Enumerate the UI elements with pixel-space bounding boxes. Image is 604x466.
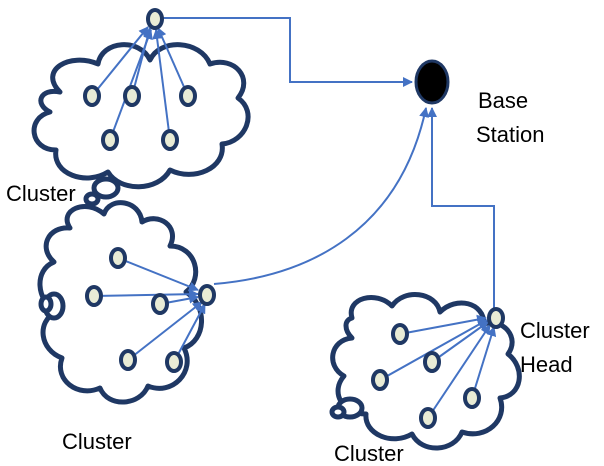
edge-bottom-3 (379, 319, 488, 381)
cluster-head-top (146, 8, 164, 30)
node-left-5 (165, 351, 183, 373)
label-cluster-top: Cluster (6, 181, 76, 206)
node-top-2 (123, 85, 141, 107)
edge-bottom-4 (427, 324, 491, 419)
cloud-top (31, 42, 251, 190)
node-top-5 (161, 129, 179, 151)
node-left-3 (151, 293, 169, 315)
cloud-tail-left-2 (38, 294, 54, 314)
edge-left-1 (117, 257, 199, 292)
node-top-3 (179, 85, 197, 107)
base-station-node (414, 59, 450, 105)
edge-left-4 (127, 301, 203, 361)
node-left-4 (119, 349, 137, 371)
node-bottom-4 (463, 387, 481, 409)
edge-left-head-to-base (213, 107, 430, 285)
label-cluster-left: Cluster (62, 429, 132, 454)
edge-left-5 (173, 303, 206, 363)
node-bottom-1 (391, 323, 409, 345)
node-top-1 (83, 85, 101, 107)
label-cluster-head-line2: Head (520, 352, 573, 377)
label-cluster-bottom: Cluster (334, 441, 404, 466)
label-base-station-line1: Base (478, 88, 528, 113)
node-bottom-5 (419, 407, 437, 429)
node-left-1 (109, 247, 127, 269)
cloud-tail-top (91, 176, 121, 200)
edge-top-head-to-base (163, 17, 413, 87)
edge-left-2 (93, 289, 199, 300)
edge-top-1 (91, 26, 149, 97)
cluster-head-left (198, 284, 216, 306)
edge-top-3 (109, 29, 153, 141)
cluster-top (31, 42, 251, 207)
edge-bottom-1 (399, 314, 487, 335)
cluster-head-bottom (487, 307, 505, 329)
edge-top-5 (157, 27, 189, 97)
node-left-2 (85, 285, 103, 307)
edge-top-4 (152, 29, 171, 141)
node-top-4 (101, 129, 119, 151)
node-bottom-2 (423, 351, 441, 373)
label-base-station-line2: Station (476, 122, 545, 147)
cloud-tail-top-2 (83, 191, 101, 207)
edge-bottom-head-to-base (427, 107, 495, 308)
node-bottom-3 (371, 369, 389, 391)
label-cluster-head-line1: Cluster (520, 318, 590, 343)
edge-bottom-5 (471, 326, 497, 399)
cloud-tail-bottom-2 (329, 404, 347, 420)
cluster-left (37, 200, 204, 405)
